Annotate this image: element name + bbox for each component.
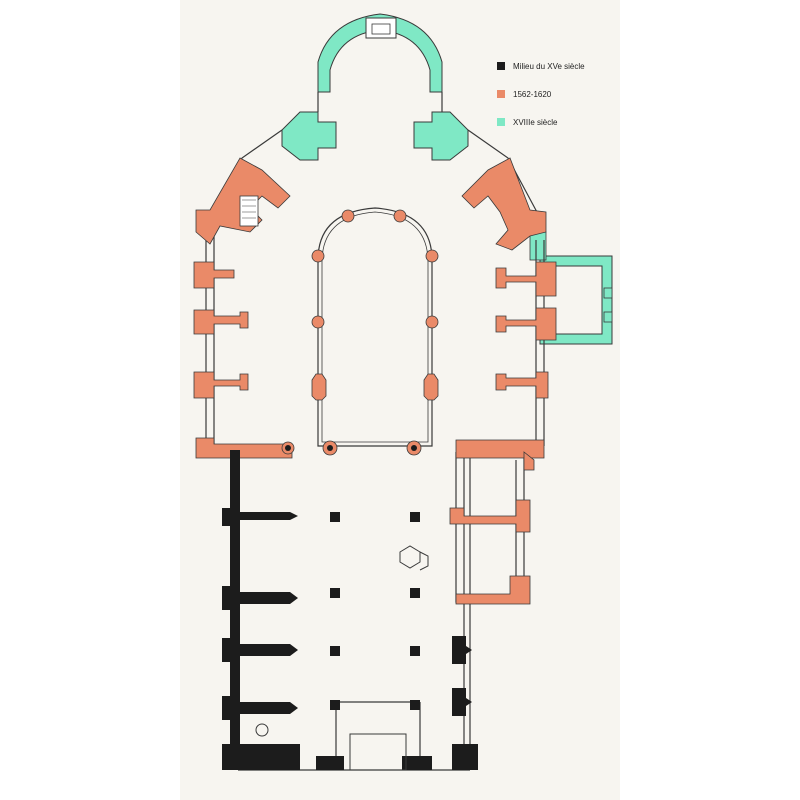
- legend-label: Milieu du XVe siècle: [513, 61, 585, 71]
- apse-18th-century: [317, 13, 443, 93]
- chapel-pier-18th-right: [413, 111, 469, 161]
- legend-item-18th-century: XVIIIe siècle: [497, 108, 585, 136]
- nave-chapels-1562-1620: [449, 451, 535, 605]
- legend-swatch-black: [497, 62, 505, 70]
- legend-item-1562-1620: 1562-1620: [497, 80, 585, 108]
- legend-label: XVIIIe siècle: [513, 117, 558, 127]
- chapel-pier-18th-left: [281, 111, 337, 161]
- legend: Milieu du XVe siècle 1562-1620 XVIIIe si…: [497, 52, 585, 136]
- legend-swatch-orange: [497, 90, 505, 98]
- nave-details: [255, 545, 429, 771]
- choir-walls-1562-1620: [193, 157, 557, 459]
- legend-label: 1562-1620: [513, 89, 552, 99]
- nave-walls-15th-century: [222, 450, 478, 770]
- legend-item-15th-century: Milieu du XVe siècle: [497, 52, 585, 80]
- legend-swatch-green: [497, 118, 505, 126]
- plan-board: [180, 0, 620, 800]
- choir-arcade: [281, 207, 439, 456]
